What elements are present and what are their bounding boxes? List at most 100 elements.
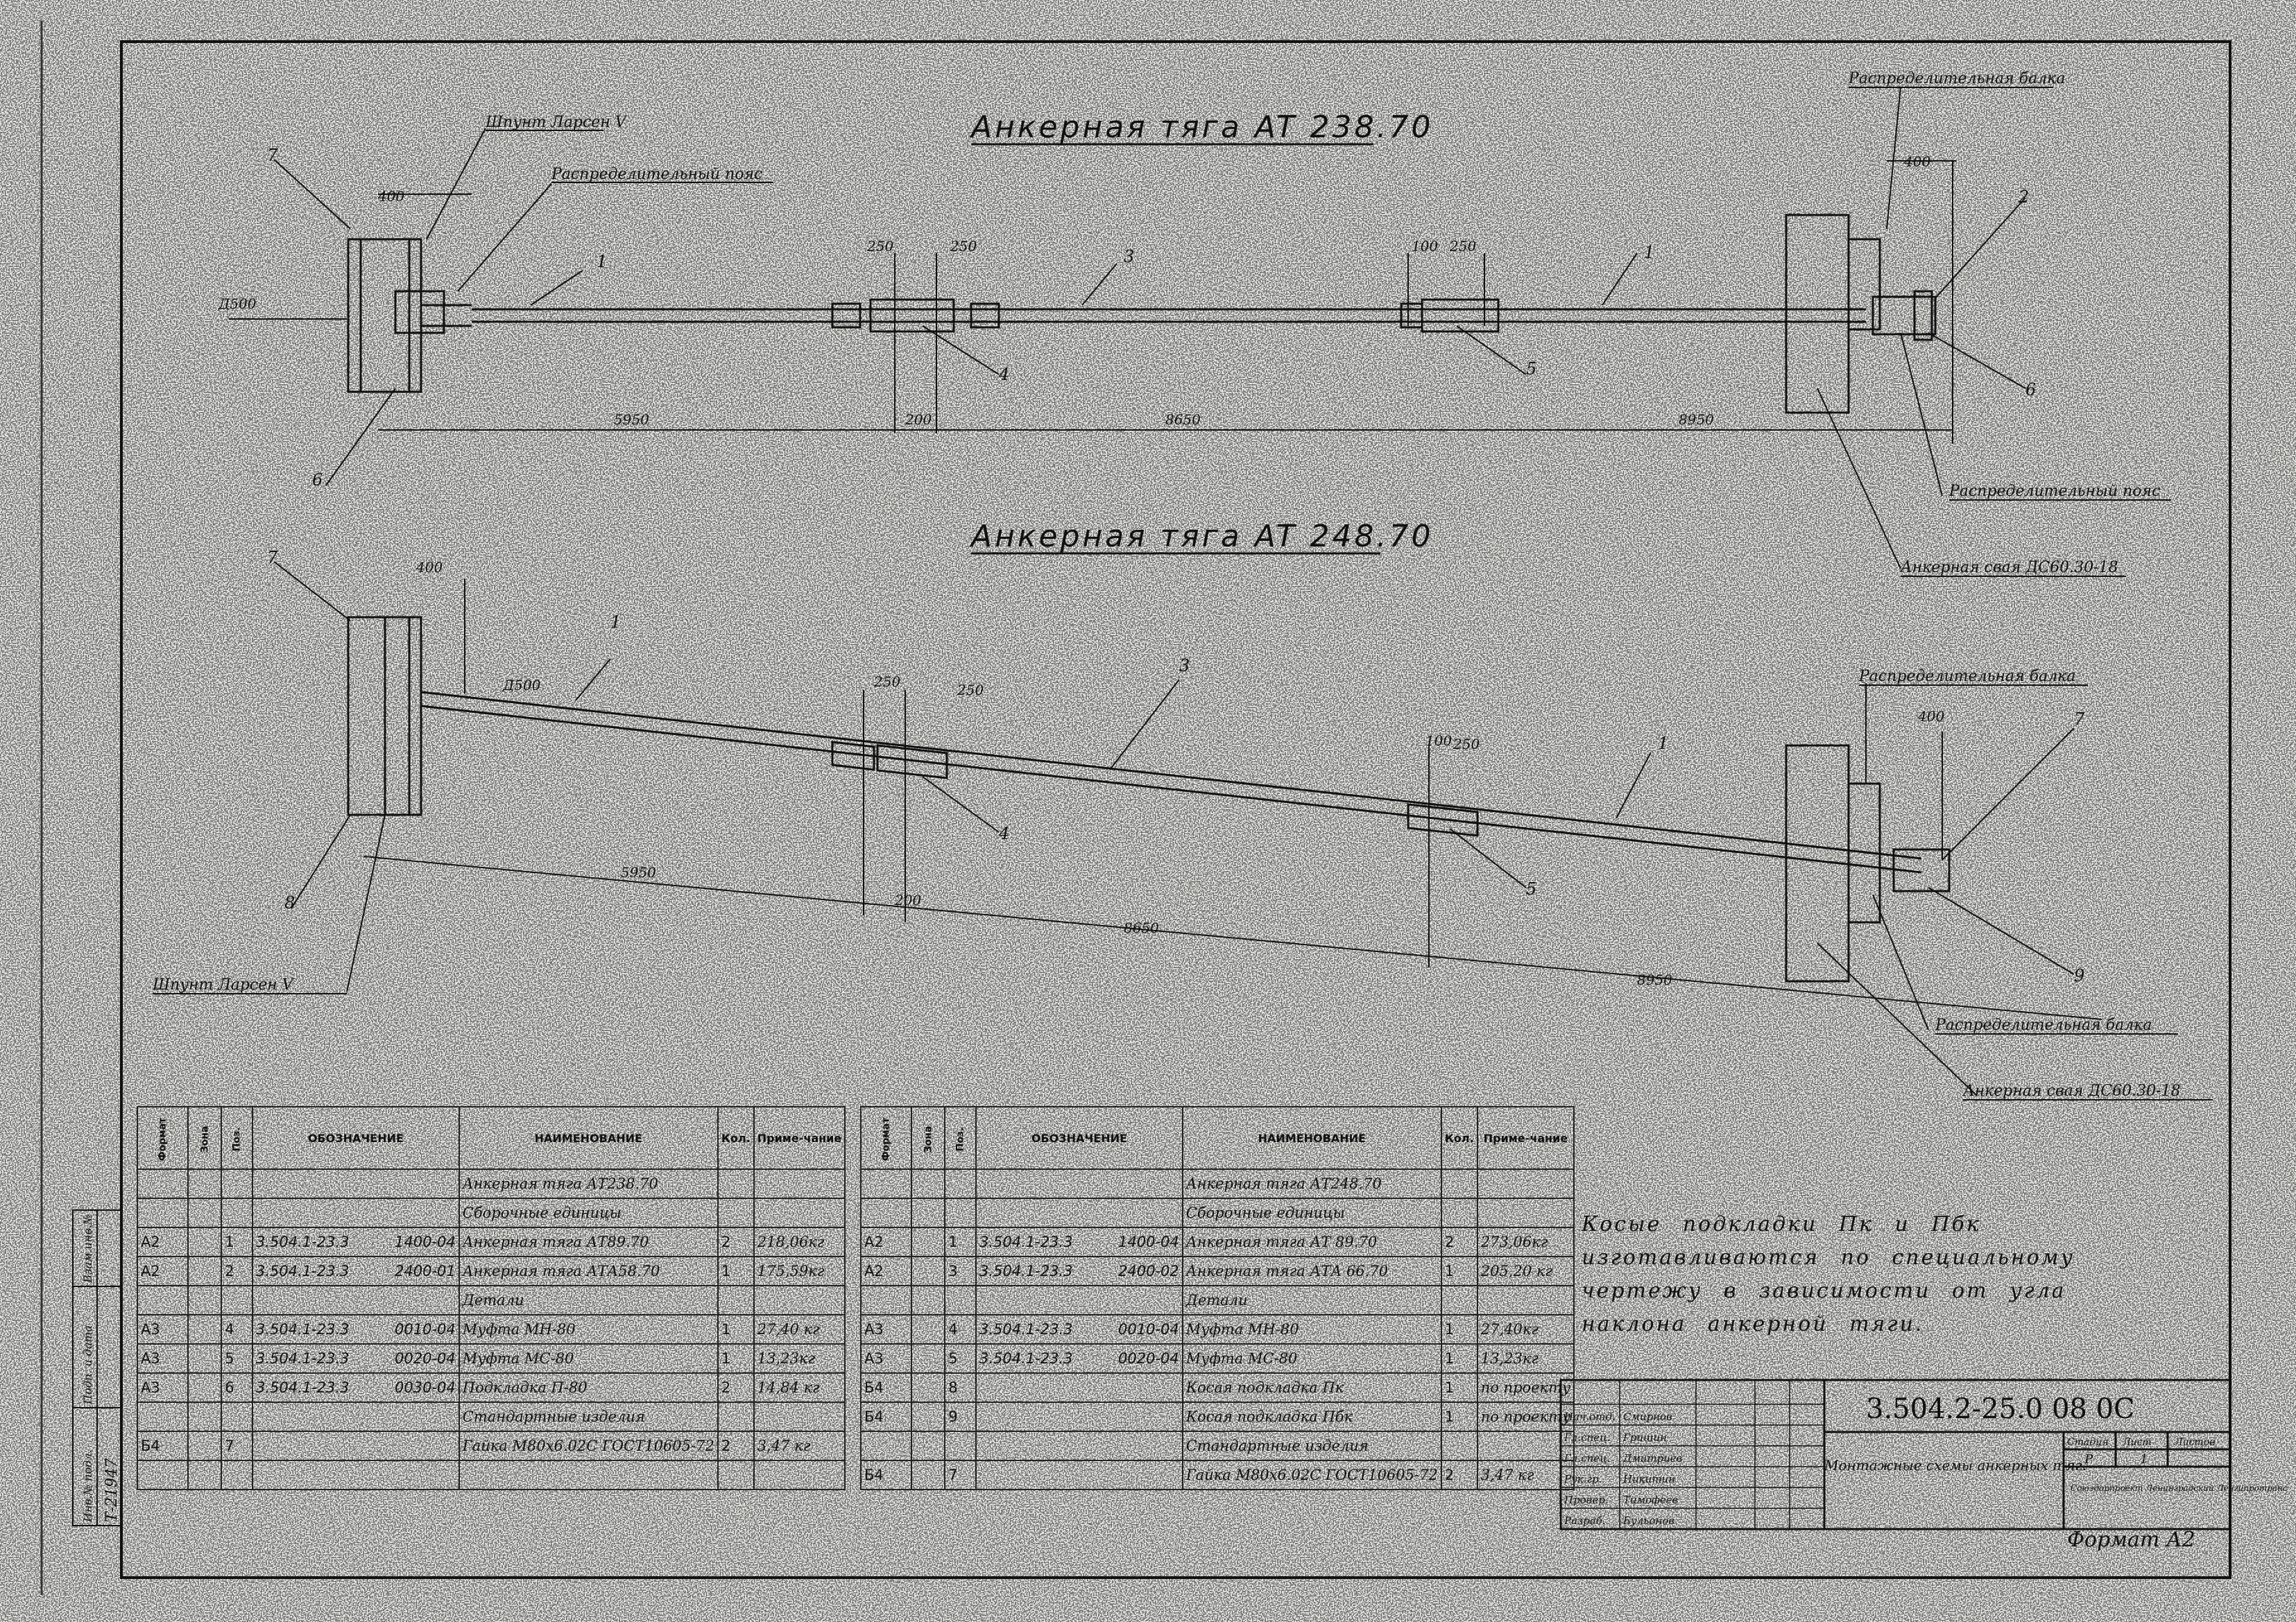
cell-format	[137, 1460, 189, 1490]
cell-format	[860, 1285, 912, 1315]
stage-value: Р	[2084, 1452, 2093, 1467]
role-2: Гл.спец.	[1563, 1431, 1610, 1444]
top-title: Анкерная тяга AT 238.70	[969, 110, 1434, 145]
cell-pos: 1	[944, 1227, 977, 1257]
top-dim-250-c: 250	[1449, 238, 1476, 254]
designation-code: 2400-01	[395, 1263, 456, 1279]
bottom-dim-250-a: 250	[873, 673, 900, 690]
cell-zone	[910, 1401, 946, 1432]
bottom-pos-9: 9	[2074, 966, 2084, 985]
cell-note	[753, 1460, 846, 1490]
cell-name: Детали	[1181, 1285, 1442, 1315]
cell-note	[1476, 1168, 1575, 1199]
cell-zone	[910, 1285, 946, 1315]
cell-name: Анкерная тяга АТ 89.70	[1181, 1227, 1442, 1257]
cell-format: А2	[860, 1256, 912, 1286]
top-dim-250-a: 250	[866, 238, 893, 254]
top-pos-1a: 1	[597, 252, 607, 271]
cell-pos	[944, 1168, 977, 1199]
cell-qty	[717, 1460, 755, 1490]
cell-name: Косая подкладка Пбк	[1181, 1401, 1442, 1432]
cell-pos	[944, 1198, 977, 1228]
cell-format	[860, 1431, 912, 1461]
cell-pos: 4	[221, 1314, 254, 1345]
spec-row: Детали	[860, 1285, 1575, 1315]
designation-doc: 3.504.1-23.3	[256, 1263, 350, 1279]
cell-zone	[910, 1198, 946, 1228]
cell-pos	[221, 1460, 254, 1490]
col-designation: ОБОЗНАЧЕНИЕ	[252, 1106, 460, 1170]
cell-qty: 1	[717, 1314, 755, 1345]
top-dim-400-left: 400	[377, 188, 404, 205]
cell-format	[137, 1401, 189, 1432]
cell-pos: 5	[221, 1343, 254, 1374]
cell-designation	[975, 1460, 1183, 1490]
col-qty: Кол.	[717, 1106, 755, 1170]
cell-note: по проекту	[1476, 1372, 1575, 1403]
name-4: Никитин	[1622, 1473, 1675, 1485]
cell-name: Детали	[458, 1285, 719, 1315]
top-pos-4: 4	[998, 365, 1009, 384]
cell-designation	[975, 1285, 1183, 1315]
cell-qty: 2	[717, 1227, 755, 1257]
cell-zone	[187, 1372, 223, 1403]
bottom-pos-8: 8	[284, 893, 295, 913]
cell-pos: 3	[944, 1256, 977, 1286]
cell-name: Сборочные единицы	[458, 1198, 719, 1228]
cell-name: Муфта МН-80	[1181, 1314, 1442, 1345]
bottom-dim-250-c: 250	[1453, 736, 1480, 752]
bottom-pos-1b: 1	[1658, 734, 1668, 753]
cell-format	[137, 1198, 189, 1228]
designation-code: 0020-04	[395, 1350, 456, 1367]
cell-name: Анкерная тяга АТ248.70	[1181, 1168, 1442, 1199]
stamp-vzam-inv: Взам.инв.№	[81, 1214, 94, 1284]
top-pos-2: 2	[2018, 187, 2029, 207]
top-belt-left	[394, 290, 445, 334]
top-pos-5: 5	[1526, 359, 1536, 379]
bottom-dim-baseline	[363, 856, 2102, 1020]
bottom-title: Анкерная тяга AT 248.70	[969, 519, 1434, 554]
top-anchor-rod	[472, 298, 1866, 333]
bottom-pos-7-left: 7	[267, 548, 278, 567]
cell-qty: 1	[717, 1343, 755, 1374]
col-zone: Зона	[187, 1106, 223, 1170]
title-block	[1559, 1379, 2231, 1530]
cell-format: А2	[860, 1227, 912, 1257]
sheet-label: Лист	[2122, 1437, 2152, 1448]
cell-zone	[187, 1431, 223, 1461]
top-pos-7: 7	[267, 146, 278, 165]
cell-note: 3,47 кг	[1476, 1460, 1575, 1490]
cell-pos	[221, 1168, 254, 1199]
stamp-inv-no: Инв.№ подл.	[81, 1450, 94, 1523]
cell-zone	[910, 1372, 946, 1403]
bottom-label-sheet-piling: Шпунт Ларсен V	[152, 976, 295, 994]
cell-pos: 1	[221, 1227, 254, 1257]
cell-name: Гайка М80х6.02С ГОСТ10605-72	[1181, 1460, 1442, 1490]
cell-pos: 7	[944, 1460, 977, 1490]
cell-zone	[187, 1401, 223, 1432]
cell-note	[753, 1168, 846, 1199]
top-label-anchor-pile: Анкерная свая ДС60.30-18	[1899, 559, 2118, 576]
cell-pos: 9	[944, 1401, 977, 1432]
cell-note	[1476, 1198, 1575, 1228]
cell-designation	[975, 1431, 1183, 1461]
col-name: НАИМЕНОВАНИЕ	[458, 1106, 719, 1170]
cell-designation	[975, 1168, 1183, 1199]
designation-doc: 3.504.1-23.3	[256, 1234, 350, 1250]
cell-name: Анкерная тяга АТА58.70	[458, 1256, 719, 1286]
role-3: Гл.спец.	[1563, 1452, 1610, 1465]
designation-code: 1400-04	[1118, 1234, 1179, 1250]
designation-doc: 3.504.1-23.3	[256, 1379, 350, 1396]
cell-pos	[944, 1285, 977, 1315]
cell-note: 27,40 кг	[753, 1314, 846, 1345]
bottom-drawing	[273, 561, 2102, 1096]
cell-zone	[187, 1314, 223, 1345]
top-drawing	[229, 86, 2026, 569]
